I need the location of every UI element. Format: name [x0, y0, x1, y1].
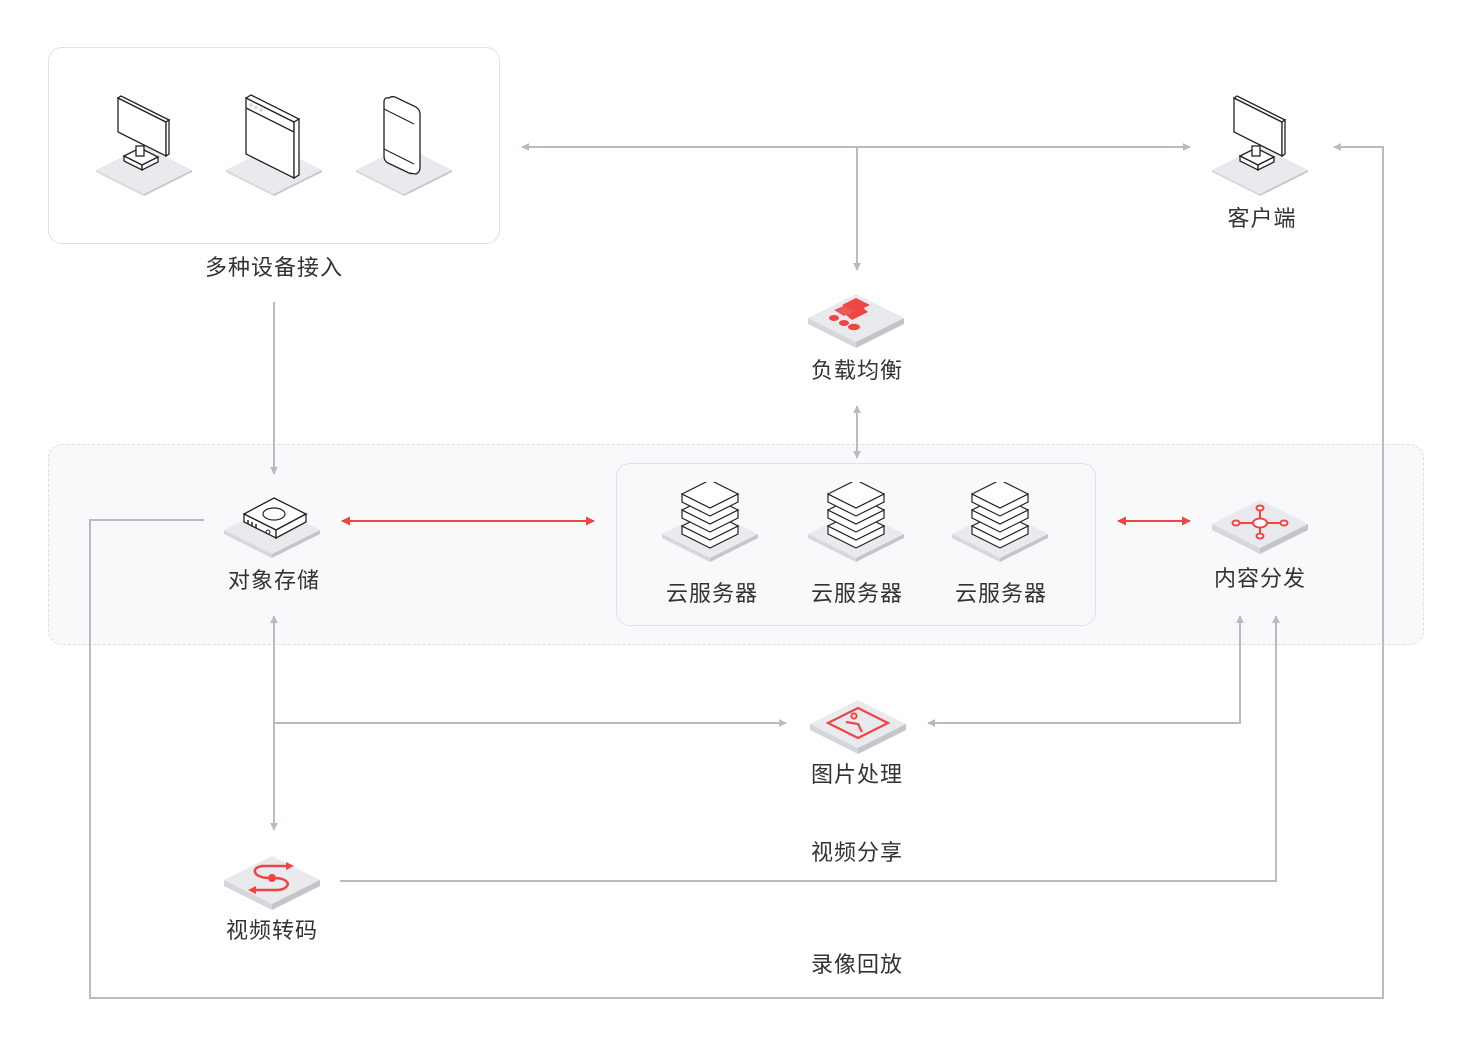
- devices-group-label: 多种设备接入: [204, 256, 344, 281]
- network-hub-icon: [1212, 500, 1308, 554]
- edge-transcode-cdn: [340, 615, 1280, 882]
- client-node[interactable]: [1212, 94, 1308, 196]
- image-processing-node[interactable]: [810, 696, 906, 756]
- object-storage-node[interactable]: [224, 492, 320, 558]
- transcode-arrows-icon: [224, 856, 320, 910]
- load-balancer-label: 负载均衡: [810, 359, 904, 384]
- transcode-label: 视频转码: [225, 919, 319, 944]
- server-stack-icon: [662, 482, 758, 562]
- image-processing-label: 图片处理: [810, 763, 904, 788]
- cdn-label: 内容分发: [1213, 567, 1307, 592]
- browser-window-icon: [226, 94, 322, 196]
- load-balancer-node[interactable]: [808, 290, 904, 350]
- monitor-icon: [1212, 95, 1308, 196]
- playback-edge-label: 录像回放: [810, 953, 904, 978]
- server-3-label: 云服务器: [954, 582, 1048, 607]
- device-phone-node[interactable]: [356, 94, 452, 196]
- edge-cdn-image: [927, 615, 1244, 727]
- device-tablet-node[interactable]: [226, 94, 322, 196]
- server-1-label: 云服务器: [665, 582, 759, 607]
- client-label: 客户端: [1227, 207, 1297, 232]
- server-2-node[interactable]: [808, 482, 904, 562]
- monitor-icon: [96, 95, 192, 196]
- video-share-edge-label: 视频分享: [810, 841, 904, 866]
- storage-drive-icon: [224, 497, 320, 558]
- edge-storage-client: [89, 143, 1384, 999]
- server-2-label: 云服务器: [810, 582, 904, 607]
- cdn-node[interactable]: [1212, 496, 1308, 556]
- image-icon: [810, 700, 906, 754]
- object-storage-label: 对象存储: [227, 569, 321, 594]
- phone-icon: [356, 96, 452, 196]
- device-desktop-node[interactable]: [96, 94, 192, 196]
- transcode-node[interactable]: [224, 852, 320, 912]
- server-stack-icon: [808, 482, 904, 562]
- server-stack-icon: [952, 482, 1048, 562]
- load-balancer-icon: [808, 294, 904, 348]
- server-1-node[interactable]: [662, 482, 758, 562]
- server-3-node[interactable]: [952, 482, 1048, 562]
